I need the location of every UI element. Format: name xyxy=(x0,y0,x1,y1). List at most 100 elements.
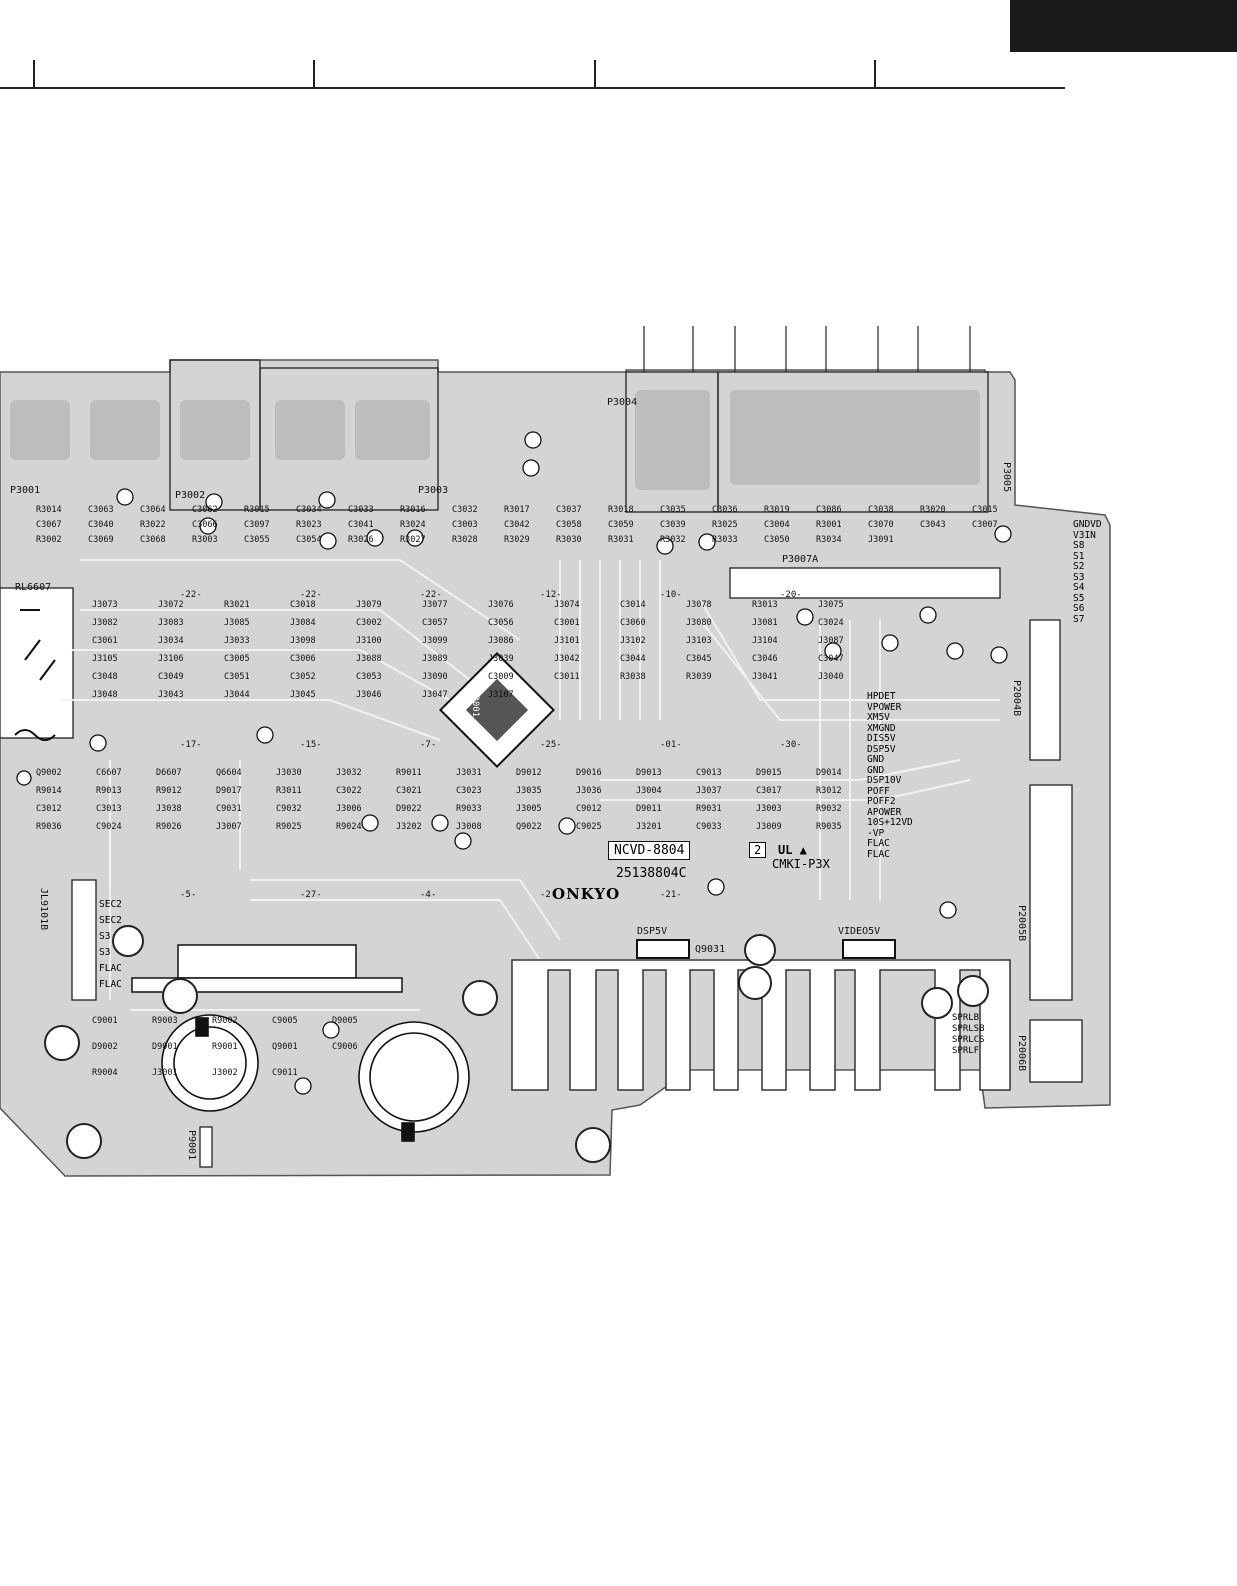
component-ref: R3032 xyxy=(660,535,686,545)
component-ref: C3044 xyxy=(620,654,646,664)
trace-net-number: -2- xyxy=(540,890,557,900)
component-ref: C3056 xyxy=(488,618,514,628)
component-ref: J3091 xyxy=(868,535,894,545)
component-ref: R3026 xyxy=(348,535,374,545)
component-ref: D9012 xyxy=(516,768,542,778)
certification-code: CMKI-P3X xyxy=(772,857,830,871)
pin-label: POFF2 xyxy=(867,796,896,807)
component-ref: R9012 xyxy=(156,786,182,796)
component-ref: J3100 xyxy=(356,636,382,646)
component-ref: Q9001 xyxy=(272,1042,298,1052)
component-ref: C3034 xyxy=(296,505,322,515)
pin-label: -VP xyxy=(867,827,885,839)
pin-label: S7 xyxy=(1073,613,1085,625)
trace-net-number: -25- xyxy=(540,740,562,750)
component-ref: C3054 xyxy=(296,535,322,545)
component-ref: C3039 xyxy=(660,520,686,530)
component-ref: R3020 xyxy=(920,505,946,515)
trace-net-number: -22- xyxy=(300,590,322,600)
component-ref: C3064 xyxy=(140,505,166,515)
component-ref: J3031 xyxy=(456,768,482,778)
component-ref: J3032 xyxy=(336,768,362,778)
component-ref: C3061 xyxy=(92,636,118,646)
component-ref: C3038 xyxy=(868,505,894,515)
pin-label: APOWER xyxy=(867,806,902,818)
component-ref: J3086 xyxy=(488,636,514,646)
trace-net-number: -17- xyxy=(180,740,202,750)
pin-label: GND xyxy=(867,754,885,765)
electrolytic-capacitors xyxy=(161,1014,470,1142)
pin-label: V3IN xyxy=(1073,529,1096,541)
component-ref: C3032 xyxy=(452,505,478,515)
pin-label: S3 xyxy=(99,947,111,958)
connector-housings xyxy=(0,359,1083,1168)
pin-label: GNDVD xyxy=(1073,519,1102,530)
trace-net-number: -4- xyxy=(420,890,437,900)
pin-label: SPRLB xyxy=(952,1013,980,1023)
component-ref: R3001 xyxy=(816,520,842,530)
trace-net-number: -30- xyxy=(780,740,802,750)
component-ref: C3059 xyxy=(608,520,634,530)
component-ref: R9024 xyxy=(336,822,362,832)
component-ref: C3011 xyxy=(554,672,580,682)
component-ref: J3074 xyxy=(554,600,580,610)
trace-net-number: -22- xyxy=(420,590,442,600)
pin-label: FLAC xyxy=(99,963,122,974)
jumper-jl9101b: JL9101B xyxy=(38,888,49,931)
mounting-holes xyxy=(44,925,989,1163)
pin-label: FLAC xyxy=(99,979,122,990)
component-ref: C3070 xyxy=(868,520,894,530)
component-ref: R3003 xyxy=(192,535,218,545)
frame-top-rule xyxy=(0,87,1065,89)
component-ref: J3103 xyxy=(686,636,712,646)
pin-label: GND xyxy=(867,764,885,776)
trace-net-number: -7- xyxy=(420,740,437,750)
component-ref: C3012 xyxy=(36,804,62,814)
component-ref: C3037 xyxy=(556,505,582,515)
component-ref: J3105 xyxy=(92,654,118,664)
component-ref: C9013 xyxy=(696,768,722,778)
component-ref: C9024 xyxy=(96,822,122,832)
component-ref: J3034 xyxy=(158,636,184,646)
trace-net-number: -21- xyxy=(660,890,682,900)
component-ref: C3055 xyxy=(244,535,270,545)
component-ref: C9025 xyxy=(576,822,602,832)
pin-label: FLAC xyxy=(867,848,890,860)
component-ref: J3002 xyxy=(212,1068,238,1078)
component-ref: J3106 xyxy=(158,654,184,664)
pin-label: S3 xyxy=(1073,571,1085,583)
trace-net-number: -5- xyxy=(180,890,197,900)
component-ref: J3201 xyxy=(636,822,662,832)
component-ref: R9003 xyxy=(152,1016,178,1026)
component-ref: C3007 xyxy=(972,520,998,530)
pin-label: SEC2 xyxy=(99,915,122,926)
component-ref: R9031 xyxy=(696,804,722,814)
pin-label: DSP10V xyxy=(867,775,902,786)
component-ref: R3016 xyxy=(400,505,426,515)
component-ref: R3031 xyxy=(608,535,634,545)
component-ref: D9016 xyxy=(576,768,602,778)
component-ref: C3051 xyxy=(224,672,250,682)
component-ref: C3015 xyxy=(972,505,998,515)
component-ref: R9013 xyxy=(96,786,122,796)
component-ref: J3008 xyxy=(456,822,482,832)
component-ref: R3015 xyxy=(244,505,270,515)
component-ref: J3099 xyxy=(422,636,448,646)
pin-label: S1 xyxy=(1073,550,1085,562)
component-ref: J3001 xyxy=(152,1068,178,1078)
component-ref: R9026 xyxy=(156,822,182,832)
component-ref: J3045 xyxy=(290,690,316,700)
trace-net-number: -12- xyxy=(540,590,562,600)
frame-tick xyxy=(874,60,876,88)
component-ref: R3025 xyxy=(712,520,738,530)
component-ref: R9002 xyxy=(212,1016,238,1026)
component-ref: J3085 xyxy=(224,618,250,628)
component-ref: R3011 xyxy=(276,786,302,796)
pin-label: S5 xyxy=(1073,592,1085,604)
component-ref: J3102 xyxy=(620,636,646,646)
component-ref: C3023 xyxy=(456,786,482,796)
board-revision-label: 2 xyxy=(749,842,767,858)
